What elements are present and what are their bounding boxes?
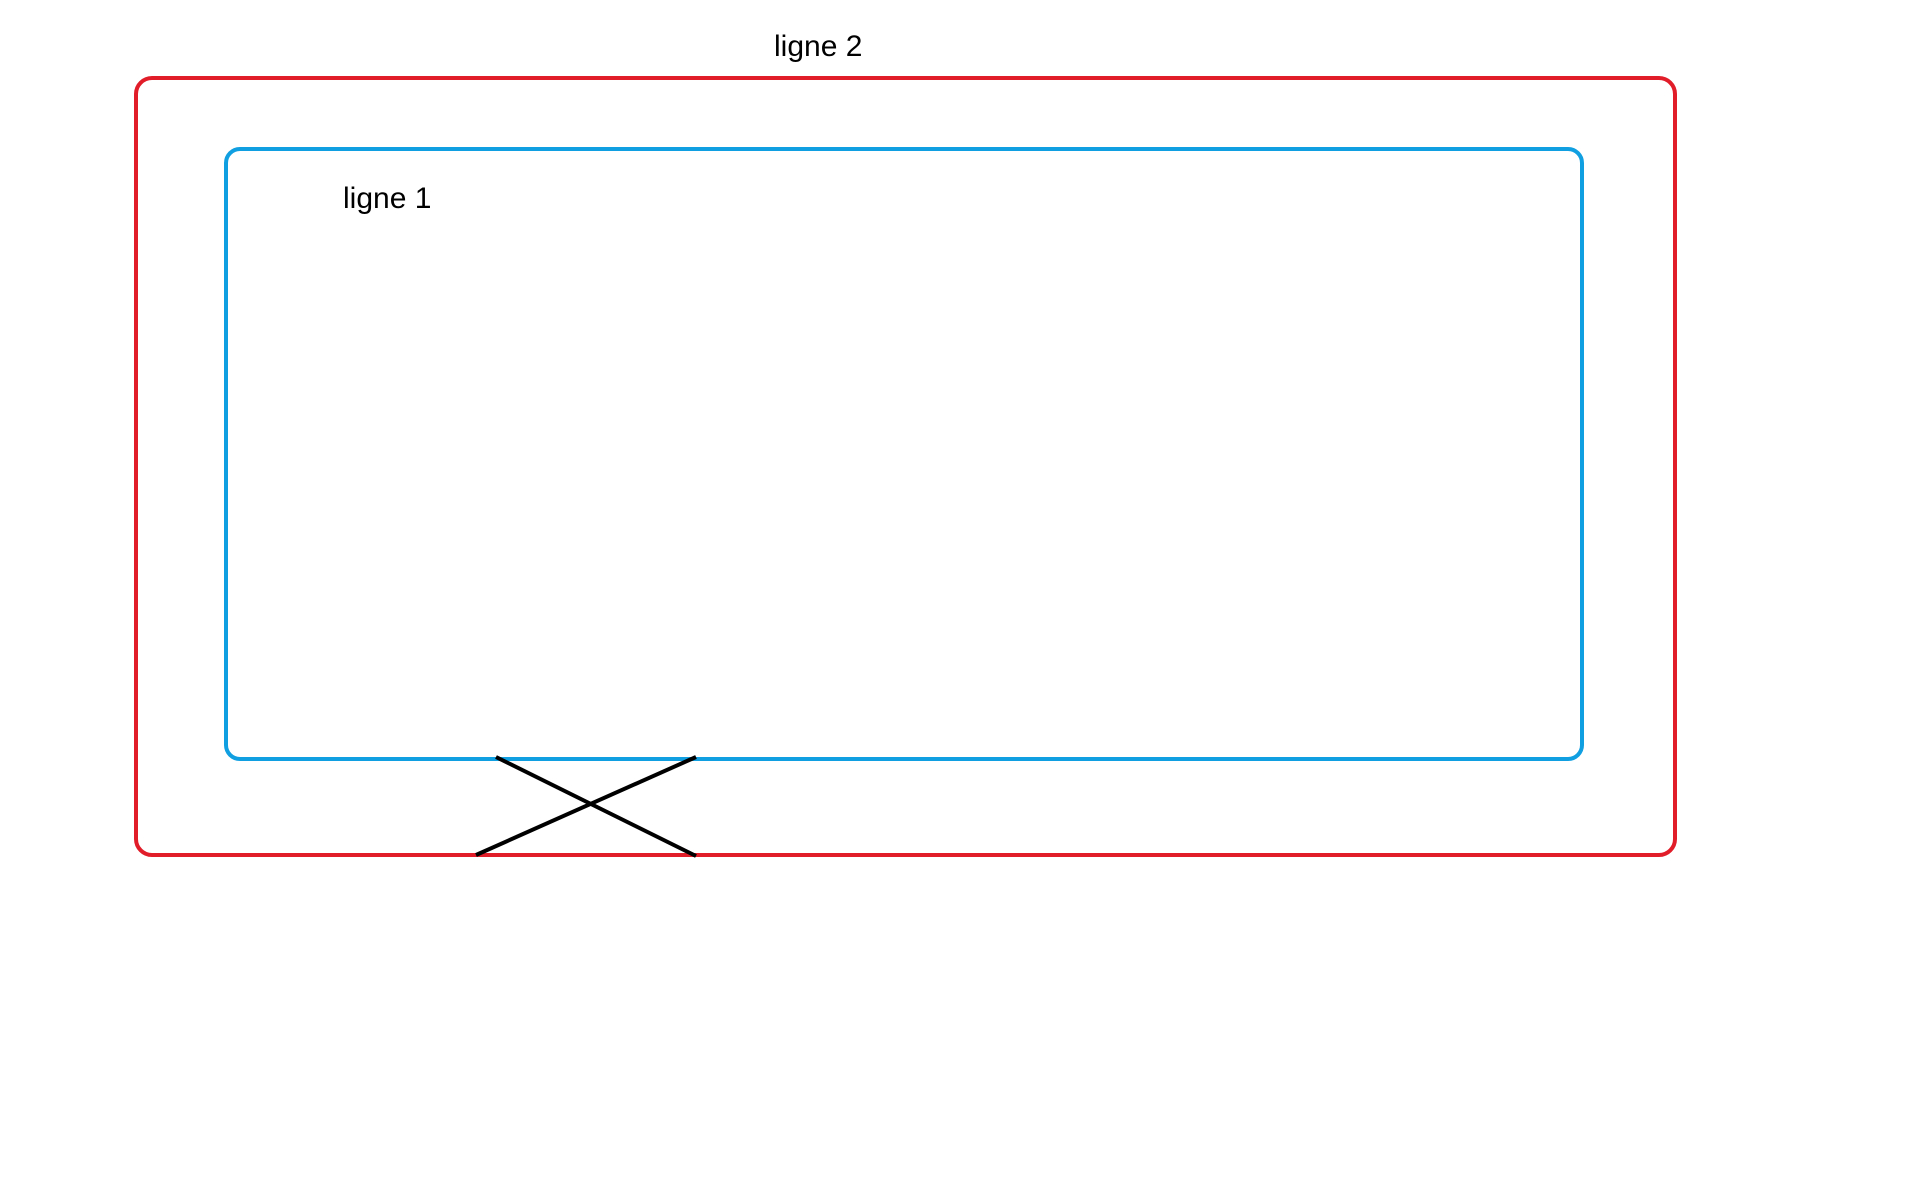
inner-line-ligne-1: [224, 147, 1584, 761]
crossing-line-1: [495, 755, 697, 858]
crossing-line-2: [475, 755, 697, 857]
inner-line-label: ligne 1: [343, 182, 431, 215]
outer-line-ligne-2: [134, 76, 1677, 857]
outer-line-label: ligne 2: [774, 30, 862, 63]
